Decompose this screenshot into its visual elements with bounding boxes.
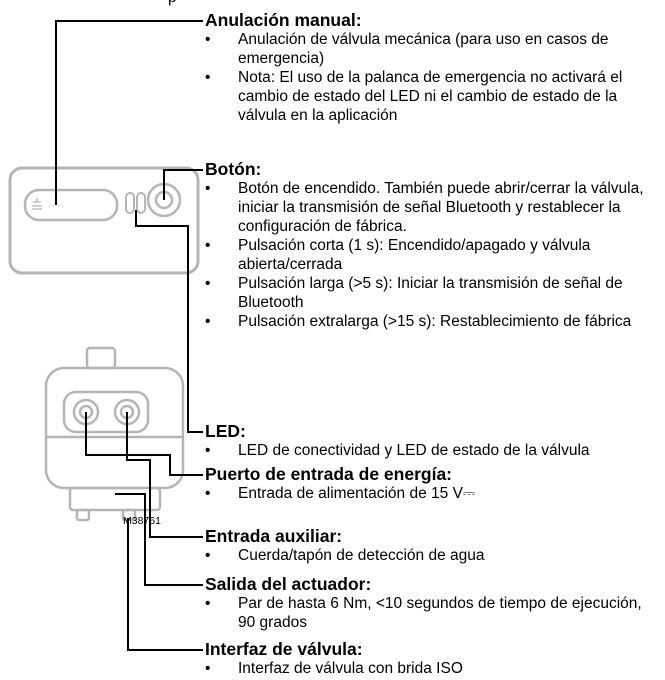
section-valve-interface: Interfaz de válvula: Interfaz de válvula…: [205, 639, 660, 678]
list-item: LED de conectividad y LED de estado de l…: [205, 441, 660, 460]
leader-aux-input: [126, 412, 203, 538]
section-title: LED:: [205, 421, 246, 441]
top-view-housing: [8, 166, 200, 275]
bullet-list: Cuerda/tapón de detección de agua: [205, 546, 660, 565]
section-title: Interfaz de válvula:: [205, 639, 363, 659]
device-top-view: [8, 166, 200, 275]
leader-lines: [55, 20, 203, 651]
list-item: Pulsación extralarga (>15 s): Restableci…: [205, 312, 660, 331]
bullet-list: Par de hasta 6 Nm, <10 segundos de tiemp…: [205, 594, 660, 632]
bullet-list: Botón de encendido. También puede abrir/…: [205, 179, 660, 331]
list-item: Interfaz de válvula con brida ISO: [205, 659, 660, 678]
led-indicator-2: [136, 192, 146, 214]
section-title: Puerto de entrada de energía:: [205, 464, 453, 484]
bullet-list: Anulación de válvula mecánica (para uso …: [205, 30, 660, 125]
section-power-port: Puerto de entrada de energía: Entrada de…: [205, 464, 660, 503]
list-item: Botón de encendido. También puede abrir/…: [205, 179, 660, 236]
leader-actuator-output: [115, 493, 203, 586]
leader-manual-override: [55, 20, 203, 205]
list-item: Cuerda/tapón de detección de agua: [205, 546, 660, 565]
section-title: Salida del actuador:: [205, 574, 372, 594]
device-front-view: [44, 346, 185, 522]
list-item: Par de hasta 6 Nm, <10 segundos de tiemp…: [205, 594, 660, 632]
port-panel: [62, 390, 150, 434]
list-item: Pulsación larga (>5 s): Iniciar la trans…: [205, 274, 660, 312]
list-item: Entrada de alimentación de 15 V⎓: [205, 484, 660, 503]
manual-override-slot: [23, 188, 119, 222]
section-title: Entrada auxiliar:: [205, 526, 343, 546]
section-led: LED: LED de conectividad y LED de estado…: [205, 421, 660, 460]
section-title: Anulación manual:: [205, 10, 362, 30]
leader-power-port: [85, 412, 203, 476]
manual-override-symbol: [32, 198, 42, 210]
leader-led: [135, 210, 203, 433]
top-shaft: [85, 346, 117, 370]
top-cut-fragment: p: [168, 0, 177, 7]
list-item: Anulación de válvula mecánica (para uso …: [205, 30, 660, 68]
valve-foot-left: [75, 508, 91, 522]
bullet-list: Entrada de alimentación de 15 V⎓: [205, 484, 660, 503]
leader-button: [163, 169, 203, 200]
bullet-list: LED de conectividad y LED de estado de l…: [205, 441, 660, 460]
section-actuator-output: Salida del actuador: Par de hasta 6 Nm, …: [205, 574, 660, 632]
leader-valve-interface: [127, 518, 203, 651]
section-aux-input: Entrada auxiliar: Cuerda/tapón de detecc…: [205, 526, 660, 565]
list-item: Pulsación corta (1 s): Encendido/apagado…: [205, 236, 660, 274]
section-manual-override: Anulación manual: Anulación de válvula m…: [205, 10, 660, 125]
section-button: Botón: Botón de encendido. También puede…: [205, 159, 660, 331]
list-item: Nota: El uso de la palanca de emergencia…: [205, 68, 660, 125]
valve-flange: [68, 486, 162, 512]
part-number: M38761: [123, 515, 161, 527]
led-indicator-1: [125, 192, 135, 214]
bullet-list: Interfaz de válvula con brida ISO: [205, 659, 660, 678]
section-title: Botón:: [205, 159, 262, 179]
